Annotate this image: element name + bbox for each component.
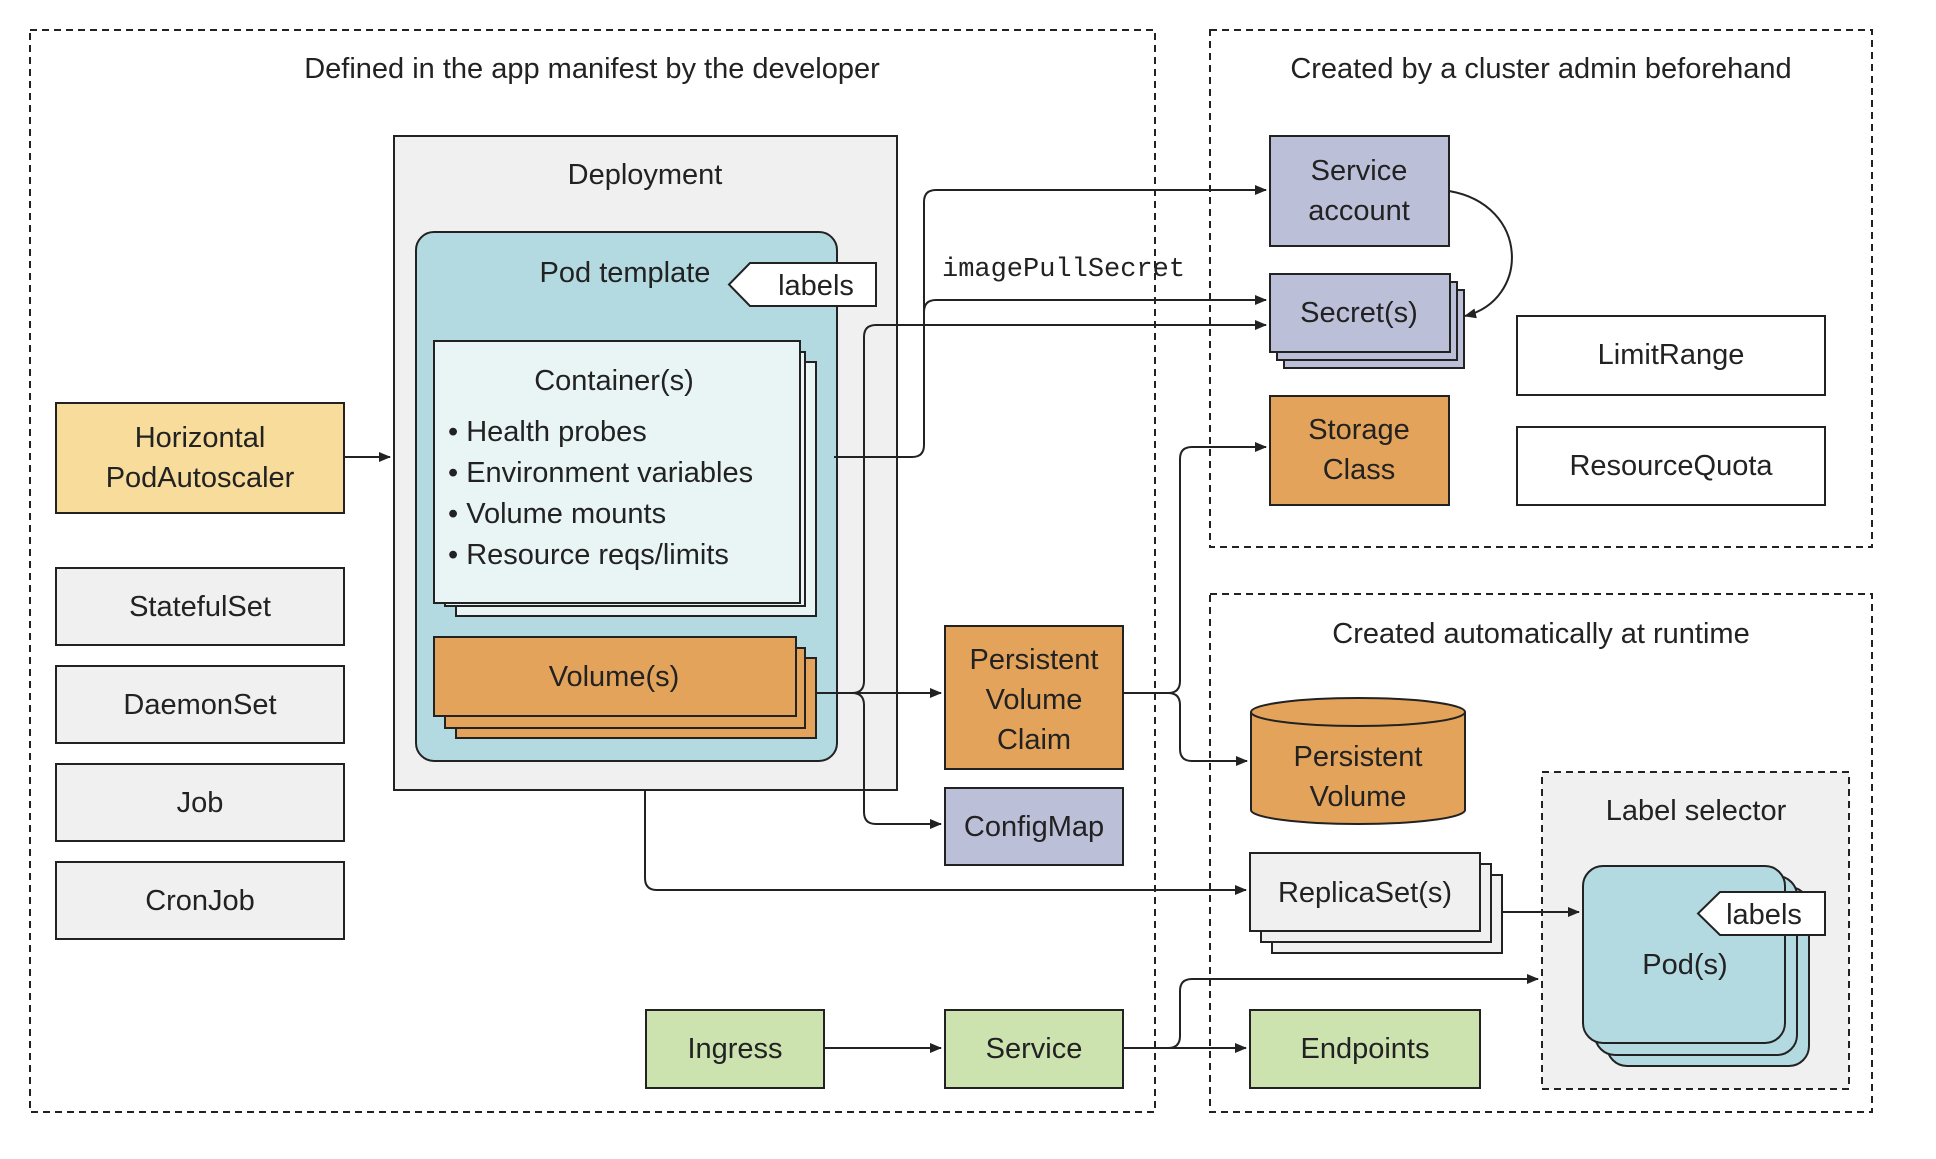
replicaset-box (1249, 852, 1481, 932)
storage-class-line-2: Class (1323, 454, 1396, 486)
developer-region-title: Defined in the app manifest by the devel… (304, 53, 880, 85)
pvc-line-3: Claim (997, 724, 1071, 756)
arrow-container-to-service-account (834, 185, 1267, 458)
job-label: Job (177, 787, 224, 819)
pvc-box (944, 625, 1124, 770)
storage-class-line-1: Storage (1308, 414, 1410, 446)
hpa-line-2: PodAutoscaler (106, 462, 295, 494)
ingress-box (645, 1009, 825, 1089)
replicaset-label: ReplicaSet(s) (1278, 877, 1452, 909)
pod-label: Pod(s) (1642, 949, 1727, 981)
container-item-resources: • Resource reqs/limits (448, 539, 729, 571)
service-account-box (1269, 135, 1450, 247)
endpoints-box (1249, 1009, 1481, 1089)
persistent-volume-cylinder-top (1250, 697, 1466, 727)
storage-class-box (1269, 395, 1450, 506)
runtime-region-title: Created automatically at runtime (1332, 618, 1749, 650)
arrow-deployment-to-replicaset (644, 790, 1247, 895)
arrow-pvc-to-storage-class (1123, 442, 1267, 694)
statefulset-label: StatefulSet (129, 591, 271, 623)
volume-title: Volume(s) (549, 661, 680, 693)
persistent-volume-cylinder (1250, 712, 1466, 825)
admin-region-title: Created by a cluster admin beforehand (1290, 53, 1791, 85)
container-item-health-probes: • Health probes (448, 416, 647, 448)
arrow-container-to-secret (923, 295, 1267, 313)
daemonset-box (55, 665, 345, 744)
pod-labels-text: labels (1726, 899, 1802, 931)
daemonset-label: DaemonSet (123, 689, 276, 721)
service-account-line-2: account (1308, 195, 1410, 227)
admin-region (1209, 29, 1873, 548)
arrow-pvc-to-persistent-volume (1167, 692, 1248, 766)
container-item-volume-mounts: • Volume mounts (448, 498, 666, 530)
container-item-env-vars: • Environment variables (448, 457, 753, 489)
pvc-line-2: Volume (986, 684, 1083, 716)
arrow-service-to-pods (1167, 974, 1539, 1049)
pod-labels-tag (1696, 891, 1826, 936)
endpoints-label: Endpoints (1301, 1033, 1430, 1065)
volume-box (433, 636, 797, 717)
image-pull-secret-label: imagePullSecret (942, 255, 1185, 285)
pvc-line-1: Persistent (970, 644, 1099, 676)
limitrange-box (1516, 315, 1826, 396)
container-title: Container(s) (534, 365, 694, 397)
service-account-line-1: Service (1311, 155, 1408, 187)
pod-template-title: Pod template (540, 257, 711, 289)
configmap-box (944, 787, 1124, 866)
arrow-volumes-to-configmap (851, 692, 942, 829)
hpa-line-1: Horizontal (135, 422, 266, 454)
deployment-title: Deployment (568, 159, 723, 191)
persistent-volume-line-2: Volume (1310, 781, 1407, 813)
secret-label: Secret(s) (1300, 297, 1418, 329)
container-box (433, 340, 801, 604)
cronjob-box (55, 861, 345, 940)
hpa-box (55, 402, 345, 514)
resourcequota-box (1516, 426, 1826, 506)
pod-template-labels-text: labels (778, 270, 854, 302)
secret-box (1269, 273, 1451, 353)
service-label: Service (986, 1033, 1083, 1065)
persistent-volume-line-1: Persistent (1294, 741, 1423, 773)
resourcequota-label: ResourceQuota (1569, 450, 1773, 482)
configmap-label: ConfigMap (964, 811, 1104, 843)
runtime-region (1209, 593, 1873, 1113)
label-selector-title: Label selector (1606, 795, 1787, 827)
ingress-label: Ingress (687, 1033, 782, 1065)
statefulset-box (55, 567, 345, 646)
limitrange-label: LimitRange (1598, 339, 1745, 371)
job-box (55, 763, 345, 842)
arrow-service-account-to-secret (1448, 190, 1513, 319)
pod-template-labels-tag (727, 262, 877, 307)
cronjob-label: CronJob (145, 885, 255, 917)
service-box (944, 1009, 1124, 1089)
